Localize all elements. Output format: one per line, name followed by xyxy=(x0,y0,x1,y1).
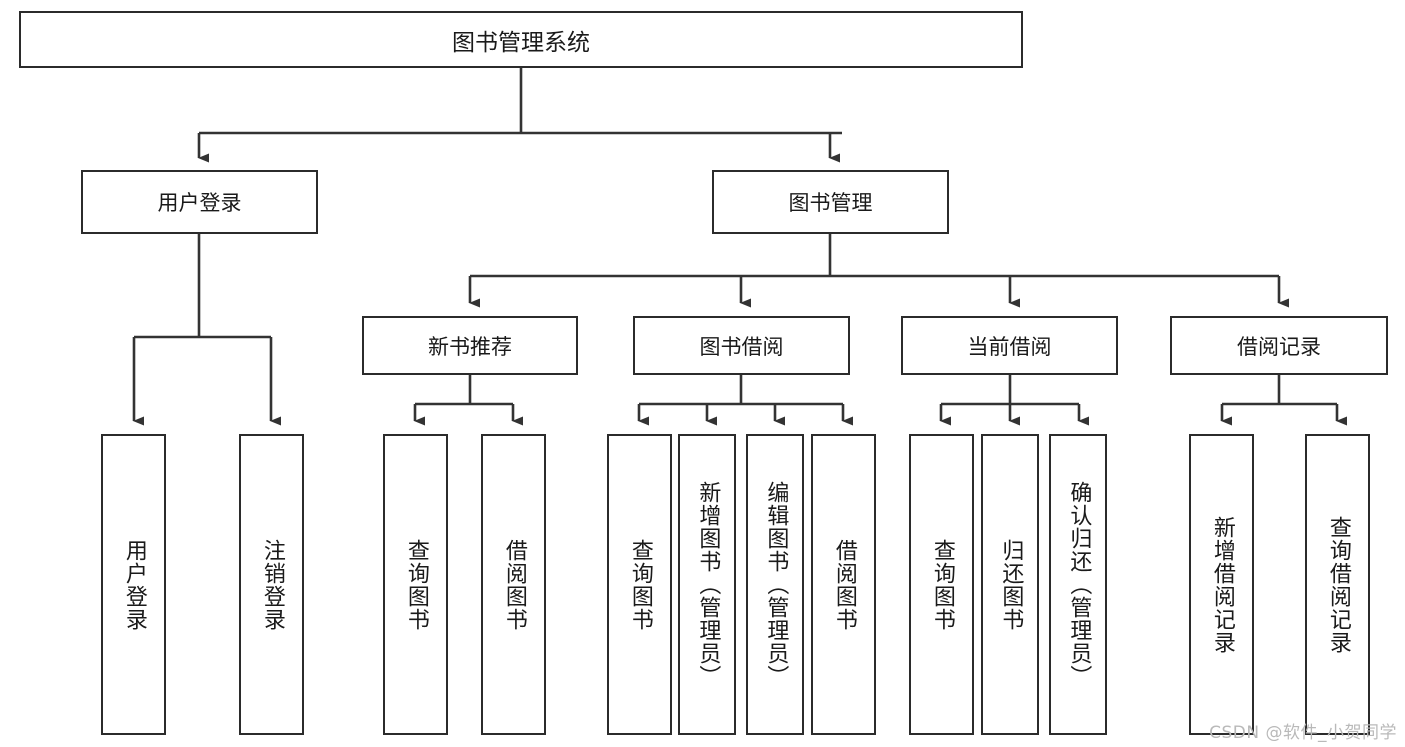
leaf-record-query-record-label: 查询借阅记录 xyxy=(1325,515,1351,654)
leaf-borrow-borrow-book-label: 借阅图书 xyxy=(831,538,857,631)
node-borrow-record-label: 借阅记录 xyxy=(1237,334,1321,359)
node-current-borrow-label: 当前借阅 xyxy=(967,334,1052,359)
leaf-new-book-borrow-book[interactable]: 借阅图书 xyxy=(481,434,546,735)
node-root-book-management-system[interactable]: 图书管理系统 xyxy=(19,11,1023,68)
leaf-record-add-record-label: 新增借阅记录 xyxy=(1209,515,1235,654)
node-borrow-record[interactable]: 借阅记录 xyxy=(1170,316,1388,375)
node-user-login-label: 用户登录 xyxy=(157,191,242,215)
node-user-login[interactable]: 用户登录 xyxy=(81,170,318,234)
node-root-label: 图书管理系统 xyxy=(452,29,590,56)
leaf-user-login-login-label: 用户登录 xyxy=(121,538,147,631)
leaf-current-return-book[interactable]: 归还图书 xyxy=(981,434,1039,735)
leaf-current-query-book-label: 查询图书 xyxy=(929,538,955,631)
leaf-new-book-query-book-label: 查询图书 xyxy=(403,538,429,631)
leaf-current-confirm-return-admin-label: 确认归还（管理员） xyxy=(1066,481,1092,688)
leaf-user-login-logout-label: 注销登录 xyxy=(259,538,285,631)
node-book-borrow[interactable]: 图书借阅 xyxy=(633,316,850,375)
leaf-borrow-add-book-admin[interactable]: 新增图书（管理员） xyxy=(678,434,736,735)
leaf-record-add-record[interactable]: 新增借阅记录 xyxy=(1189,434,1254,735)
node-new-book-recommend-label: 新书推荐 xyxy=(428,334,512,359)
leaf-record-query-record[interactable]: 查询借阅记录 xyxy=(1305,434,1370,735)
leaf-borrow-query-book[interactable]: 查询图书 xyxy=(607,434,672,735)
leaf-current-return-book-label: 归还图书 xyxy=(998,538,1024,631)
csdn-watermark: CSDN @软件_小贺同学 xyxy=(1209,723,1397,743)
node-new-book-recommend[interactable]: 新书推荐 xyxy=(362,316,578,375)
node-book-management-label: 图书管理 xyxy=(788,191,873,215)
leaf-borrow-edit-book-admin-label: 编辑图书（管理员） xyxy=(763,481,789,688)
leaf-borrow-borrow-book[interactable]: 借阅图书 xyxy=(811,434,876,735)
node-book-management[interactable]: 图书管理 xyxy=(712,170,949,234)
leaf-borrow-edit-book-admin[interactable]: 编辑图书（管理员） xyxy=(746,434,804,735)
leaf-borrow-query-book-label: 查询图书 xyxy=(627,538,653,631)
leaf-new-book-query-book[interactable]: 查询图书 xyxy=(383,434,448,735)
leaf-user-login-login[interactable]: 用户登录 xyxy=(101,434,166,735)
leaf-current-confirm-return-admin[interactable]: 确认归还（管理员） xyxy=(1049,434,1107,735)
leaf-new-book-borrow-book-label: 借阅图书 xyxy=(501,538,527,631)
node-book-borrow-label: 图书借阅 xyxy=(699,334,784,359)
node-current-borrow[interactable]: 当前借阅 xyxy=(901,316,1118,375)
leaf-borrow-add-book-admin-label: 新增图书（管理员） xyxy=(695,481,721,688)
leaf-current-query-book[interactable]: 查询图书 xyxy=(909,434,974,735)
leaf-user-login-logout[interactable]: 注销登录 xyxy=(239,434,304,735)
